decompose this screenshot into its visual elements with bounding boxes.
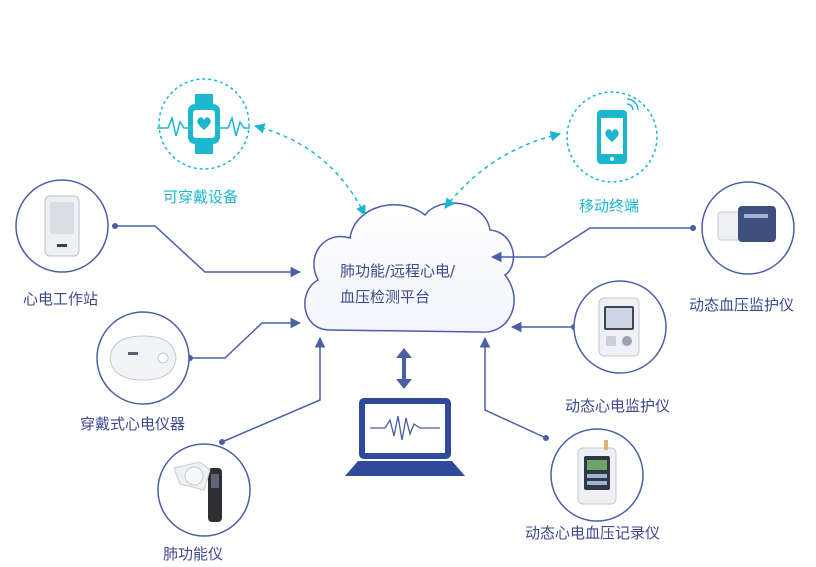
link-wearable-ecg — [190, 317, 302, 359]
spirometer-label: 肺功能仪 — [163, 545, 224, 563]
link-wearable — [253, 123, 366, 216]
link-mobile — [444, 130, 562, 209]
ecg-workstation-label: 心电工作站 — [23, 290, 99, 308]
platform-title-line1: 肺功能/远程心电/ — [340, 262, 456, 280]
holter-bp-device — [550, 428, 644, 522]
holter-label: 动态心电监护仪 — [565, 397, 671, 415]
abpm-device — [701, 181, 795, 275]
wearable-label: 可穿戴设备 — [163, 188, 239, 206]
mobile-label: 移动终端 — [579, 197, 640, 215]
wearable-ecg-label: 穿戴式心电仪器 — [80, 415, 186, 433]
laptop-icon — [345, 398, 465, 476]
wearable-ecg-device — [96, 311, 190, 405]
platform-title-line2: 血压检测平台 — [340, 288, 431, 306]
holter-bp-label: 动态心电血压记录仪 — [525, 524, 661, 542]
spirometer-device — [157, 443, 251, 537]
platform-title: 肺功能/远程心电/ 血压检测平台 — [340, 258, 490, 310]
link-spirometer — [221, 336, 326, 443]
ecg-workstation-device — [15, 179, 109, 273]
holter-device — [573, 280, 667, 374]
link-abpm — [490, 227, 693, 263]
link-ecg-workstation — [115, 225, 302, 278]
abpm-label: 动态血压监护仪 — [689, 296, 795, 314]
link-holter-bp — [479, 336, 547, 439]
wearable-icon — [157, 78, 250, 170]
mobile-icon — [566, 91, 658, 183]
sync-arrow-icon — [396, 348, 412, 389]
cloud-shape — [304, 202, 515, 333]
